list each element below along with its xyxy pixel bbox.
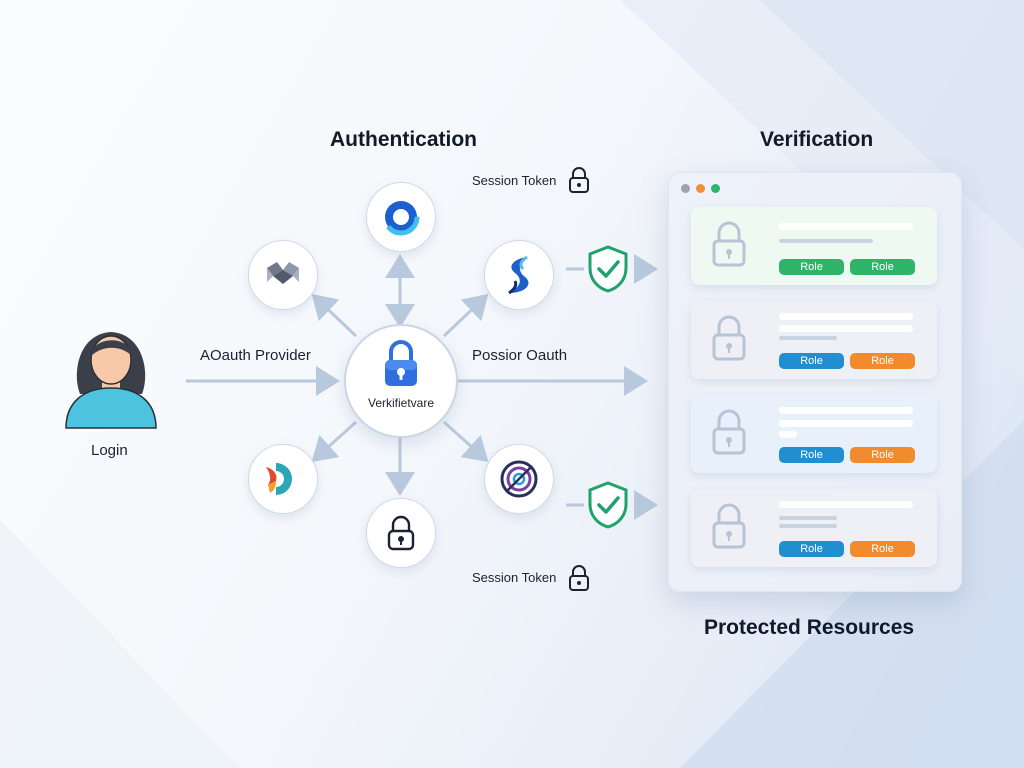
- role-badge[interactable]: Role: [850, 541, 915, 557]
- padlock-icon: [712, 503, 746, 549]
- provider-node-upper-left[interactable]: [248, 240, 318, 310]
- verification-hub[interactable]: Verkifietvare: [344, 324, 458, 438]
- role-badge[interactable]: Role: [779, 447, 844, 463]
- padlock-icon: [569, 565, 589, 591]
- provider-node-lower-right[interactable]: [484, 444, 554, 514]
- role-badge[interactable]: Role: [850, 353, 915, 369]
- target-logo-icon: [500, 460, 538, 498]
- arrow-hub-upleft: [311, 293, 358, 338]
- padlock-icon: [712, 315, 746, 361]
- padlock-icon: [569, 167, 589, 193]
- arrow-hub-upright: [442, 293, 489, 338]
- shield-check-icon: [588, 245, 628, 293]
- cube-logo-icon: [267, 262, 299, 284]
- resource-card-1[interactable]: Role Role: [691, 207, 937, 285]
- window-dot-gray: [681, 184, 690, 193]
- oauth-provider-label: AOauth Provider: [200, 347, 311, 364]
- padlock-icon: [387, 515, 415, 551]
- window-dot-orange: [696, 184, 705, 193]
- provider-node-bottom[interactable]: [366, 498, 436, 568]
- window-dot-green: [711, 184, 720, 193]
- hub-label: Verkifietvare: [367, 396, 435, 410]
- session-token-bottom-label: Session Token: [472, 570, 557, 585]
- role-badge[interactable]: Role: [850, 259, 915, 275]
- role-badge[interactable]: Role: [779, 259, 844, 275]
- swirl-logo-icon: [508, 255, 529, 295]
- resource-card-2[interactable]: Role Role: [691, 301, 937, 379]
- role-badge[interactable]: Role: [850, 447, 915, 463]
- authentication-title: Authentication: [330, 128, 477, 151]
- resource-card-4[interactable]: Role Role: [691, 489, 937, 567]
- resource-card-3[interactable]: Role Role: [691, 395, 937, 473]
- verification-title: Verification: [760, 128, 874, 151]
- padlock-icon: [385, 340, 417, 386]
- session-token-top-label: Session Token: [472, 173, 557, 188]
- padlock-icon: [712, 409, 746, 455]
- user-avatar-icon: [65, 332, 157, 429]
- provider-node-lower-left[interactable]: [248, 444, 318, 514]
- possior-oauth-label: Possior Oauth: [472, 347, 568, 364]
- role-badge[interactable]: Role: [779, 353, 844, 369]
- login-label: Login: [91, 442, 128, 459]
- protected-resources-window: Role Role Role Role Role Role: [668, 172, 962, 592]
- shield-check-icon: [588, 481, 628, 529]
- arrow-hub-downleft: [311, 420, 358, 463]
- protected-resources-title: Protected Resources: [704, 616, 915, 639]
- provider-node-upper-right[interactable]: [484, 240, 554, 310]
- padlock-icon: [712, 221, 746, 267]
- role-badge[interactable]: Role: [779, 541, 844, 557]
- arrow-hub-downright: [442, 420, 489, 463]
- half-ring-logo-icon: [266, 463, 292, 495]
- provider-node-top[interactable]: [366, 182, 436, 252]
- circle-logo-icon: [382, 198, 420, 236]
